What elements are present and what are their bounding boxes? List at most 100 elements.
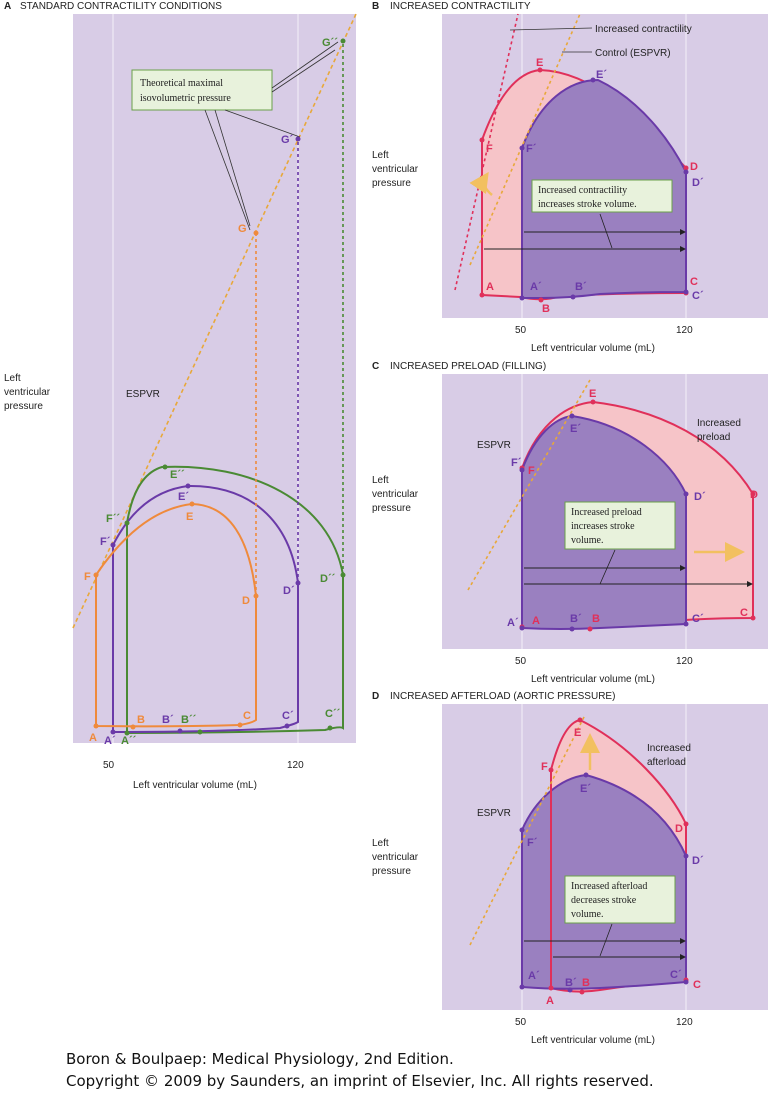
credit-line-2: Copyright © 2009 by Saunders, an imprint…: [66, 1072, 654, 1090]
panel-b-label-f-prime: F´: [526, 143, 537, 155]
panel-c-note-box: [564, 501, 676, 550]
panel-c-letter: C: [372, 361, 379, 372]
panel-b-label-b-prime: B´: [575, 281, 587, 293]
panel-b-ylabel-2: ventricular: [372, 164, 419, 175]
panel-b-title: INCREASED CONTRACTILITY: [390, 1, 531, 12]
panel-b-note-box: [531, 179, 673, 213]
panel-d-label-a-prime: A´: [528, 970, 540, 982]
panel-a-espvr-line: [72, 13, 357, 629]
panel-c-label-b: B: [592, 613, 600, 625]
panel-a-label-d-prime: D´: [283, 585, 295, 597]
panel-b-legend-increased: Increased contractility: [595, 24, 692, 35]
panel-a: A STANDARD CONTRACTILITY CONDITIONS ESPV…: [4, 1, 357, 791]
panel-c-label-e-prime: E´: [570, 423, 581, 435]
panel-d-label-d-prime: D´: [692, 855, 704, 867]
panel-d-label-b-prime: B´: [565, 977, 577, 989]
panel-b-label-c: C: [690, 276, 698, 288]
panel-b-label-e: E: [536, 57, 543, 69]
panel-b-label-e-prime: E´: [596, 69, 607, 81]
panel-a-label-e-dprime: E´´: [170, 469, 185, 481]
panel-a-label-d: D: [242, 595, 250, 607]
panel-c-note-line1: Increased preload: [571, 507, 642, 518]
panel-d-note-line3: volume.: [571, 909, 604, 920]
panel-a-label-a-prime: A´: [104, 735, 116, 747]
panel-b-label-c-prime: C´: [692, 290, 704, 302]
panel-a-label-g-prime: G´: [281, 134, 294, 146]
panel-c-side-2: preload: [697, 432, 730, 443]
panel-a-callout-leaders: [204, 41, 339, 231]
panel-b-label-f: F: [486, 143, 493, 155]
panel-b-label-a: A: [486, 281, 494, 293]
panel-d-label-e-prime: E´: [580, 783, 591, 795]
panel-b-letter: B: [372, 1, 379, 12]
panel-d-label-f-prime: F´: [527, 837, 538, 849]
panel-b-leader-increased: [509, 27, 593, 31]
panel-d-note-line1: Increased afterload: [571, 881, 647, 892]
panel-a-label-a: A: [89, 732, 97, 744]
panel-d-tick-120: 120: [676, 1017, 693, 1028]
panel-c-label-c-prime: C´: [692, 613, 704, 625]
panel-a-xlabel: Left ventricular volume (mL): [133, 780, 257, 791]
panel-c-xlabel: Left ventricular volume (mL): [531, 674, 655, 685]
panel-b-label-d: D: [690, 161, 698, 173]
panel-d-xlabel: Left ventricular volume (mL): [531, 1035, 655, 1046]
panel-b-note-leader: [599, 213, 613, 249]
panel-a-label-b: B: [137, 714, 145, 726]
panel-d-letter: D: [372, 691, 379, 702]
panel-a-ylabel-3: pressure: [4, 401, 43, 412]
panel-c-note-line2: increases stroke: [571, 521, 635, 532]
panel-a-espvr-label: ESPVR: [126, 389, 160, 400]
panel-b-dots: [479, 67, 689, 303]
panel-d-ylabel-3: pressure: [372, 866, 411, 877]
panel-a-plot-area: [73, 14, 356, 743]
figure: A STANDARD CONTRACTILITY CONDITIONS ESPV…: [4, 1, 768, 1046]
panel-b-tick-50: 50: [515, 325, 527, 336]
panel-c-espvr-line: [467, 379, 591, 591]
panel-b-shift-arrow: [469, 171, 493, 196]
panel-b-label-b: B: [542, 303, 550, 315]
panel-d-label-c: C: [693, 979, 701, 991]
panel-c-espvr-label: ESPVR: [477, 440, 511, 451]
panel-a-label-c: C: [243, 710, 251, 722]
panel-a-ylabel-2: ventricular: [4, 387, 51, 398]
panel-a-label-f-dprime: F´´: [106, 513, 120, 525]
panel-d-dots: [519, 717, 689, 995]
panel-a-label-c-dprime: C´´: [325, 708, 341, 720]
panel-c: C INCREASED PRELOAD (FILLING) ESPVR Incr…: [372, 361, 768, 685]
panel-c-ylabel-1: Left: [372, 475, 389, 486]
panel-c-dots: [519, 399, 756, 632]
panel-d-note-line2: decreases stroke: [571, 895, 637, 906]
panel-d-label-f: F: [541, 761, 548, 773]
panel-c-title: INCREASED PRELOAD (FILLING): [390, 361, 546, 372]
panel-b-label-d-prime: D´: [692, 177, 704, 189]
panel-a-letter: A: [4, 1, 11, 12]
panel-b-note-line2: increases stroke volume.: [538, 199, 637, 210]
panel-b-label-a-prime: A´: [530, 281, 542, 293]
panel-a-label-g-dprime: G´´: [322, 37, 338, 49]
panel-a-tick-120: 120: [287, 760, 304, 771]
panel-a-label-f: F: [84, 571, 91, 583]
panel-a-label-b-dprime: B´´: [181, 714, 197, 726]
panel-d-title: INCREASED AFTERLOAD (AORTIC PRESSURE): [390, 691, 615, 702]
panel-a-callout-line2: isovolumetric pressure: [140, 93, 231, 104]
panel-c-ylabel-3: pressure: [372, 503, 411, 514]
panel-a-callout-box: [131, 69, 273, 111]
panel-c-label-e: E: [589, 388, 596, 400]
panel-c-note-line3: volume.: [571, 535, 604, 546]
panel-d: D INCREASED AFTERLOAD (AORTIC PRESSURE) …: [372, 691, 768, 1046]
panel-a-label-b-prime: B´: [162, 714, 174, 726]
panel-c-label-a-prime: A´: [507, 617, 519, 629]
panel-d-tick-50: 50: [515, 1017, 527, 1028]
panel-c-tick-120: 120: [676, 656, 693, 667]
panel-d-label-e: E: [574, 727, 581, 739]
panel-a-title: STANDARD CONTRACTILITY CONDITIONS: [20, 1, 222, 12]
panel-a-label-e-prime: E´: [178, 491, 189, 503]
panel-a-label-f-prime: F´: [100, 536, 111, 548]
panel-c-note-leader: [599, 549, 616, 585]
panel-a-tick-50: 50: [103, 760, 115, 771]
panel-b-note-line1: Increased contractility: [538, 185, 627, 196]
panel-b-ylabel-1: Left: [372, 150, 389, 161]
panel-d-label-d: D: [675, 823, 683, 835]
panel-c-label-a: A: [532, 615, 540, 627]
panel-c-tick-50: 50: [515, 656, 527, 667]
